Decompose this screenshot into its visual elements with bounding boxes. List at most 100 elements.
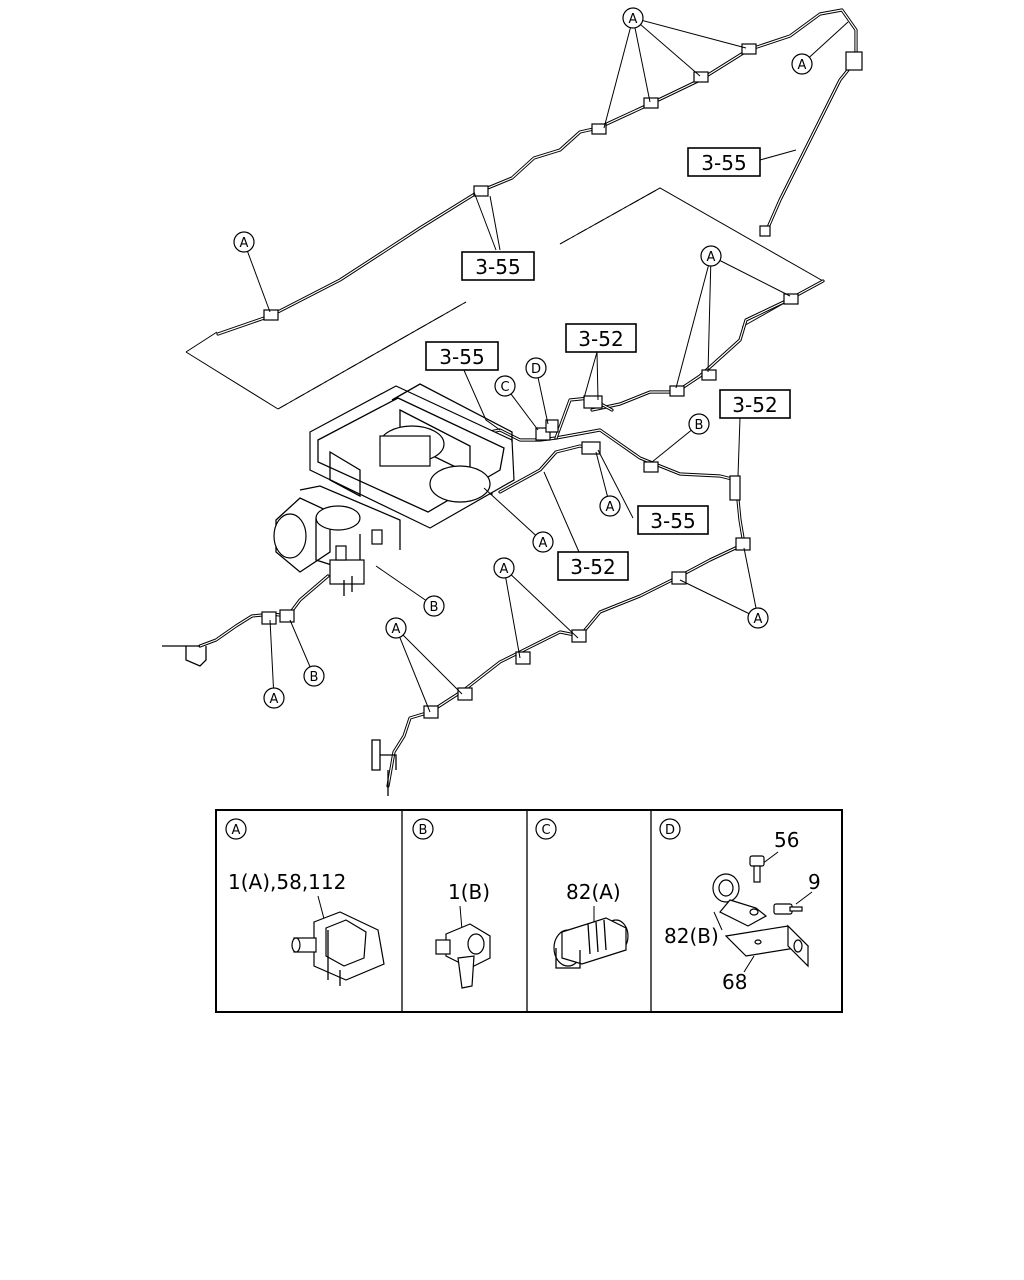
callout-b: B xyxy=(303,665,325,687)
svg-text:B: B xyxy=(695,418,704,433)
callout-b: B xyxy=(688,413,710,435)
center-pipes xyxy=(468,395,614,495)
right-brake-pipe xyxy=(371,279,825,796)
callout-a: A xyxy=(747,607,769,629)
ref-box-3-55-top-right: 3-55 xyxy=(687,147,761,177)
clip-d xyxy=(545,419,559,433)
svg-text:3-55: 3-55 xyxy=(650,509,695,533)
panel-d-clamp-label: 82(B) xyxy=(664,924,719,948)
clip-type-a-drawing xyxy=(291,911,385,986)
panel-d-letter: D xyxy=(659,818,681,840)
svg-text:A: A xyxy=(500,562,509,577)
clip-a-4 xyxy=(643,97,659,109)
panel-b-letter: B xyxy=(412,818,434,840)
svg-text:A: A xyxy=(392,622,401,637)
svg-text:A: A xyxy=(270,692,279,707)
callout-a: A xyxy=(263,687,285,709)
callouts: A A A A C D B A A A B A A B A xyxy=(233,7,813,709)
svg-text:A: A xyxy=(539,536,548,551)
svg-text:A: A xyxy=(707,250,716,265)
svg-text:A: A xyxy=(606,500,615,515)
panel-d-bracket-label: 68 xyxy=(722,970,747,994)
callout-c: C xyxy=(494,375,516,397)
clip-type-b-drawing xyxy=(435,923,491,989)
callout-b: B xyxy=(423,595,445,617)
left-bracket xyxy=(162,645,207,667)
ref-box-3-52-center: 3-52 xyxy=(565,323,637,353)
ref-box-3-55-left: 3-55 xyxy=(425,341,499,371)
clip-type-c-drawing xyxy=(553,917,629,969)
union-fitting xyxy=(729,475,741,501)
panel-c-letter: C xyxy=(535,818,557,840)
clip-a-6 xyxy=(741,43,757,55)
clip-a-8 xyxy=(701,369,717,381)
panel-a: A 1(A),58,112 xyxy=(225,818,385,986)
ref-box-3-55-center: 3-55 xyxy=(637,505,709,535)
clip-b-2 xyxy=(279,609,295,623)
svg-text:3-52: 3-52 xyxy=(570,555,615,579)
panel-a-part-label: 1(A),58,112 xyxy=(228,870,346,894)
panel-d: D 56 9 82(B) 68 xyxy=(659,818,821,994)
callout-a: A xyxy=(532,531,554,553)
hose-fitting-1 xyxy=(583,395,603,409)
svg-text:D: D xyxy=(531,362,541,377)
svg-text:B: B xyxy=(310,670,319,685)
clip-b-1 xyxy=(643,461,659,473)
hose-fitting-2 xyxy=(581,441,601,455)
svg-text:3-55: 3-55 xyxy=(475,255,520,279)
panel-d-bolt-side-label: 9 xyxy=(808,870,821,894)
ref-box-3-52-right: 3-52 xyxy=(719,389,791,419)
svg-text:A: A xyxy=(754,612,763,627)
clip-a-12 xyxy=(571,629,587,643)
panel-b: B 1(B) xyxy=(412,818,491,989)
clip-a-7 xyxy=(669,385,685,397)
panel-c: C 82(A) xyxy=(535,818,629,969)
clip-a-16 xyxy=(261,611,277,625)
panel-c-part-label: 82(A) xyxy=(566,880,621,904)
clamp-bracket-drawing xyxy=(712,855,810,968)
svg-text:B: B xyxy=(430,600,439,615)
clip-a-2 xyxy=(473,185,489,197)
svg-text:B: B xyxy=(419,823,428,838)
clip-a-15 xyxy=(423,705,439,719)
connector-rear xyxy=(845,51,863,71)
detail-panels: A 1(A),58,112 B 1(B) xyxy=(215,809,843,1013)
svg-text:3-52: 3-52 xyxy=(732,393,777,417)
callout-a: A xyxy=(599,495,621,517)
svg-text:3-52: 3-52 xyxy=(578,327,623,351)
panel-d-bolt-top-label: 56 xyxy=(774,828,799,852)
hydraulic-unit xyxy=(273,383,515,596)
callout-a: A xyxy=(385,617,407,639)
clip-a-1 xyxy=(263,309,279,321)
left-brake-pipe xyxy=(162,574,330,667)
svg-text:C: C xyxy=(541,823,550,838)
clip-a-3 xyxy=(591,123,607,135)
svg-text:3-55: 3-55 xyxy=(701,151,746,175)
clip-a-10 xyxy=(735,537,751,551)
upper-brake-pipe xyxy=(216,8,863,336)
callout-a: A xyxy=(700,245,722,267)
callout-a: A xyxy=(622,7,644,29)
panel-b-part-label: 1(B) xyxy=(448,880,490,904)
svg-text:3-55: 3-55 xyxy=(439,345,484,369)
ref-box-3-52-lower: 3-52 xyxy=(557,551,629,581)
svg-text:C: C xyxy=(500,380,509,395)
pipe-end-fitting xyxy=(759,225,771,237)
panel-a-letter: A xyxy=(225,818,247,840)
callout-a: A xyxy=(493,557,515,579)
clip-a-5 xyxy=(693,71,709,83)
ref-box-3-55-upper: 3-55 xyxy=(461,251,535,281)
svg-text:D: D xyxy=(665,823,675,838)
reference-boxes: 3-55 3-55 3-55 3-52 3-55 3-52 3-52 xyxy=(425,147,791,581)
front-bracket xyxy=(371,739,397,771)
clip-a-13 xyxy=(515,651,531,665)
callout-a: A xyxy=(233,231,255,253)
callout-a: A xyxy=(791,53,813,75)
clip-a-14 xyxy=(457,687,473,701)
clip-a-9 xyxy=(783,293,799,305)
svg-text:A: A xyxy=(629,12,638,27)
svg-text:A: A xyxy=(798,58,807,73)
callout-d: D xyxy=(525,357,547,379)
svg-text:A: A xyxy=(240,236,249,251)
